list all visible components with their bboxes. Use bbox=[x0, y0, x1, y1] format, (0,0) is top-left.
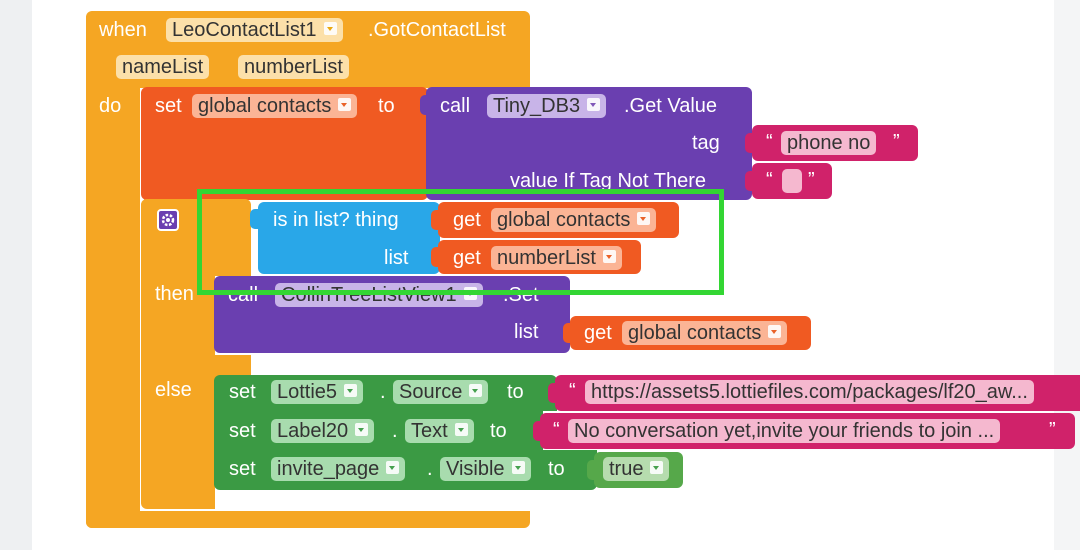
list-label: list bbox=[514, 321, 539, 343]
puzzle-connector bbox=[745, 171, 754, 191]
property-dropdown[interactable]: Visible bbox=[440, 457, 531, 481]
component-name: Lottie5 bbox=[277, 381, 338, 403]
do-keyword: do bbox=[99, 95, 122, 117]
variable-name: global contacts bbox=[628, 322, 762, 344]
else-keyword: else bbox=[155, 379, 192, 401]
chevron-down-icon bbox=[454, 423, 468, 436]
chevron-down-icon bbox=[469, 384, 483, 397]
component-name: CollinTreeListView1 bbox=[281, 284, 457, 306]
component-dropdown[interactable]: CollinTreeListView1 bbox=[275, 283, 483, 307]
is-in-list-label: is in list? thing bbox=[273, 209, 399, 231]
event-name: .GotContactList bbox=[368, 19, 506, 41]
variable-dropdown[interactable]: global contacts bbox=[622, 321, 788, 345]
chevron-down-icon bbox=[650, 461, 664, 474]
chevron-down-icon bbox=[323, 22, 337, 35]
tag-label: tag bbox=[692, 132, 720, 154]
boolean-value: true bbox=[609, 458, 644, 480]
quote-open: “ bbox=[766, 169, 773, 191]
default-label: value If Tag Not There bbox=[510, 170, 707, 192]
method-name: .Set bbox=[503, 284, 539, 306]
chevron-down-icon bbox=[386, 461, 400, 474]
chevron-down-icon bbox=[344, 384, 358, 397]
component-dropdown[interactable]: LeoContactList1 bbox=[166, 18, 343, 42]
chevron-down-icon bbox=[602, 250, 616, 263]
puzzle-connector bbox=[533, 421, 542, 441]
property-name: Text bbox=[411, 420, 448, 442]
component-dropdown[interactable]: invite_page bbox=[271, 457, 406, 481]
component-dropdown[interactable]: Lottie5 bbox=[271, 380, 364, 404]
puzzle-connector bbox=[745, 133, 754, 153]
variable-dropdown[interactable]: global contacts bbox=[491, 208, 657, 232]
puzzle-connector bbox=[250, 209, 259, 229]
workspace-edge bbox=[1054, 0, 1080, 550]
quote-open: “ bbox=[553, 419, 560, 441]
text-field[interactable]: https://assets5.lottiefiles.com/packages… bbox=[585, 380, 1034, 404]
property-dropdown[interactable]: Text bbox=[405, 419, 474, 443]
set-label-text-block[interactable] bbox=[214, 411, 543, 450]
component-name: Label20 bbox=[277, 420, 349, 442]
puzzle-connector bbox=[420, 95, 429, 115]
to-keyword: to bbox=[548, 458, 565, 480]
text-field[interactable]: No conversation yet,invite your friends … bbox=[568, 419, 1001, 443]
chevron-down-icon bbox=[637, 212, 651, 225]
to-keyword: to bbox=[378, 95, 395, 117]
variable-name: global contacts bbox=[497, 209, 631, 231]
chevron-down-icon bbox=[355, 423, 369, 436]
chevron-down-icon bbox=[511, 461, 525, 474]
list-label: list bbox=[384, 247, 409, 269]
component-dropdown[interactable]: Tiny_DB3 bbox=[487, 94, 607, 118]
property-dropdown[interactable]: Source bbox=[393, 380, 489, 404]
component-name: Tiny_DB3 bbox=[493, 95, 581, 117]
when-keyword: when bbox=[99, 19, 147, 41]
set-keyword: set bbox=[155, 95, 182, 117]
property-name: Visible bbox=[446, 458, 505, 480]
param-namelist[interactable]: nameList bbox=[116, 55, 210, 79]
component-name: LeoContactList1 bbox=[172, 19, 317, 41]
component-dropdown[interactable]: Label20 bbox=[271, 419, 375, 443]
dot-separator: . bbox=[427, 458, 433, 480]
property-name: Source bbox=[399, 381, 463, 403]
component-name: invite_page bbox=[277, 458, 380, 480]
highlight-box bbox=[197, 189, 724, 295]
quote-close: ” bbox=[893, 131, 900, 153]
get-keyword: get bbox=[453, 247, 481, 269]
method-name: .Get Value bbox=[624, 95, 718, 117]
boolean-dropdown[interactable]: true bbox=[603, 457, 670, 481]
to-keyword: to bbox=[507, 381, 524, 403]
puzzle-connector bbox=[563, 323, 572, 343]
dot-separator: . bbox=[392, 420, 398, 442]
variable-dropdown[interactable]: global contacts bbox=[192, 94, 358, 118]
call-keyword: call bbox=[440, 95, 471, 117]
dot-separator: . bbox=[380, 381, 386, 403]
variable-name: numberList bbox=[497, 247, 596, 269]
call-keyword: call bbox=[228, 284, 259, 306]
chevron-down-icon bbox=[587, 98, 601, 111]
get-keyword: get bbox=[584, 322, 612, 344]
variable-name: global contacts bbox=[198, 95, 332, 117]
quote-close: ” bbox=[808, 169, 815, 191]
to-keyword: to bbox=[490, 420, 507, 442]
get-keyword: get bbox=[453, 209, 481, 231]
gear-icon[interactable] bbox=[157, 209, 179, 231]
param-numberlist[interactable]: numberList bbox=[238, 55, 349, 79]
text-field[interactable] bbox=[782, 169, 802, 193]
puzzle-connector bbox=[431, 247, 440, 267]
text-field[interactable]: phone no bbox=[781, 131, 877, 155]
chevron-down-icon bbox=[768, 325, 782, 338]
set-keyword: set bbox=[229, 381, 256, 403]
set-keyword: set bbox=[229, 420, 256, 442]
then-keyword: then bbox=[155, 283, 194, 305]
set-keyword: set bbox=[229, 458, 256, 480]
quote-open: “ bbox=[766, 131, 773, 153]
puzzle-connector bbox=[431, 210, 440, 230]
quote-close: ” bbox=[1049, 419, 1056, 441]
variable-dropdown[interactable]: numberList bbox=[491, 246, 622, 270]
puzzle-connector bbox=[587, 460, 596, 480]
chevron-down-icon bbox=[338, 98, 352, 111]
is-in-list-block[interactable] bbox=[258, 202, 440, 274]
puzzle-connector bbox=[548, 383, 557, 403]
quote-open: “ bbox=[569, 380, 576, 402]
